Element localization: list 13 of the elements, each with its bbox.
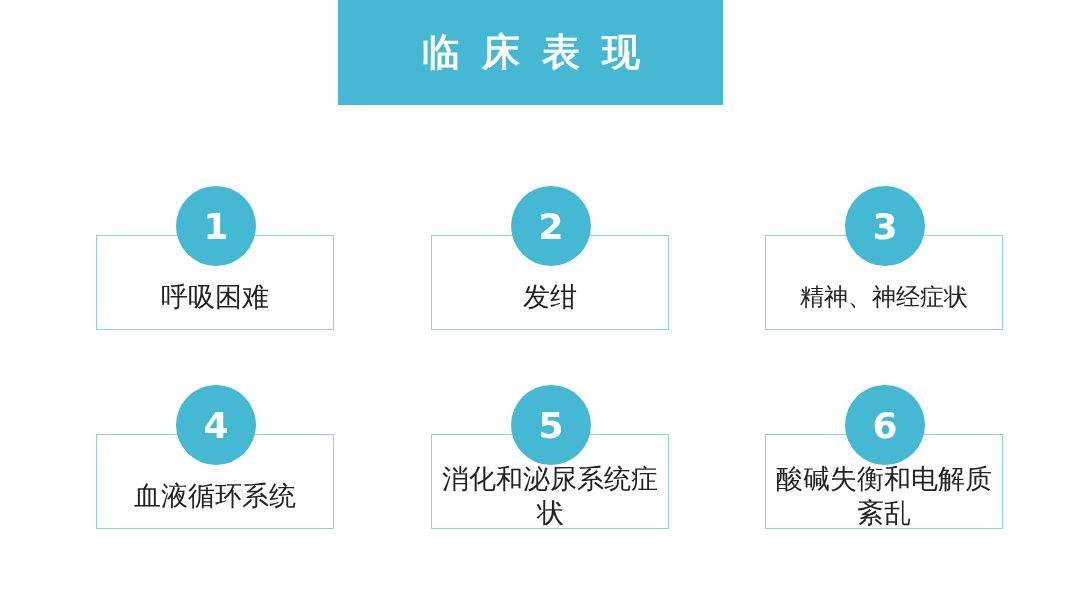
number-circle: 4 xyxy=(176,385,256,465)
item-label: 消化和泌尿系统症状 xyxy=(441,467,659,524)
item-label: 呼吸困难 xyxy=(160,279,270,314)
number-circle: 2 xyxy=(511,186,591,266)
number-circle: 6 xyxy=(845,385,925,465)
item-label: 血液循环系统 xyxy=(133,478,297,513)
item-label: 发绀 xyxy=(522,279,578,314)
number-circle: 3 xyxy=(845,186,925,266)
item-label: 酸碱失衡和电解质紊乱 xyxy=(775,467,993,524)
number-circle: 1 xyxy=(176,186,256,266)
item-label: 精神、神经症状 xyxy=(799,281,969,313)
title-banner: 临床表现 xyxy=(338,0,723,105)
number-circle: 5 xyxy=(511,385,591,465)
